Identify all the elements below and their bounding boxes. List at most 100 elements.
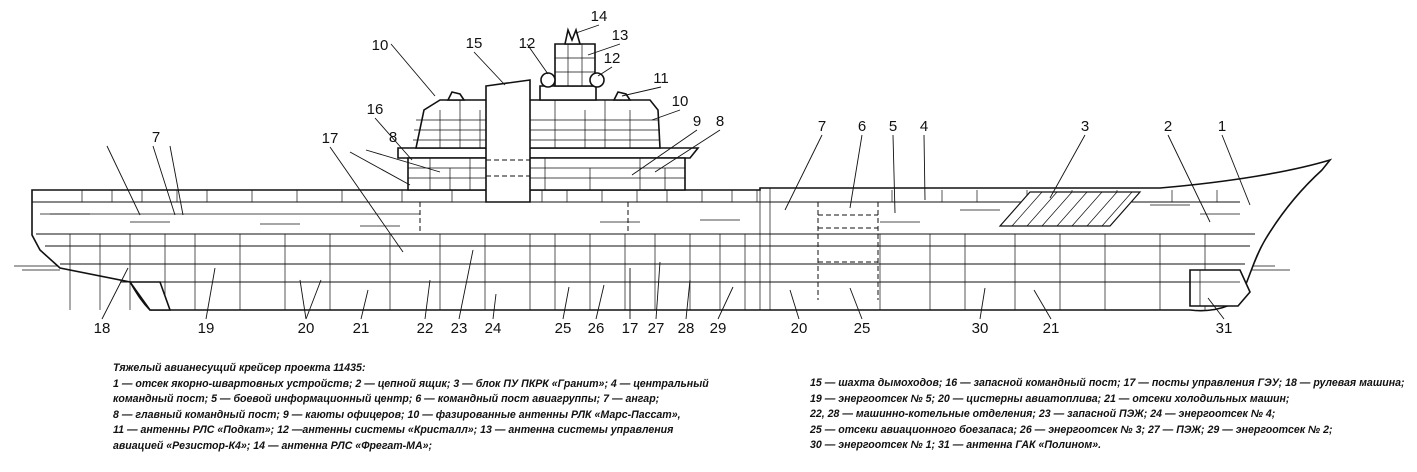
callout-30: 30 bbox=[972, 320, 989, 337]
leader-line bbox=[562, 286, 570, 320]
leader-line bbox=[169, 145, 184, 216]
leader-line bbox=[595, 284, 605, 320]
leader-line bbox=[374, 117, 413, 161]
bulkhead-line bbox=[194, 190, 208, 310]
leader-line bbox=[1033, 289, 1052, 320]
bulkhead-line bbox=[1159, 190, 1173, 310]
bulkhead-line bbox=[529, 190, 543, 310]
bulkhead-line bbox=[554, 190, 568, 310]
caption-line: 8 — главный командный пост; 9 — каюты оф… bbox=[113, 408, 681, 421]
leader-line bbox=[305, 279, 322, 320]
bulkhead-line bbox=[129, 190, 143, 310]
leader-line bbox=[329, 146, 404, 253]
leader-line bbox=[152, 145, 176, 216]
bulkhead-line bbox=[329, 190, 343, 310]
callout-29: 29 bbox=[710, 320, 727, 337]
podkat-antenna-left bbox=[446, 91, 466, 101]
leader-line bbox=[923, 134, 926, 201]
leader-line bbox=[299, 279, 307, 320]
callout-20: 20 bbox=[298, 320, 315, 337]
caption-line: 30 — энергоотсек № 1; 31 — антенна ГАК «… bbox=[810, 439, 1102, 451]
callout-16: 16 bbox=[367, 101, 384, 118]
callout-18: 18 bbox=[94, 320, 111, 337]
callout-5: 5 bbox=[889, 118, 897, 135]
callout-17: 17 bbox=[322, 130, 339, 147]
leader-line bbox=[360, 289, 369, 320]
leader-line bbox=[365, 149, 441, 173]
deck-lines bbox=[32, 188, 1255, 310]
callout-10: 10 bbox=[672, 93, 689, 110]
bulkhead-line bbox=[964, 190, 978, 310]
granit-launcher-block bbox=[998, 191, 1142, 227]
leader-line bbox=[717, 286, 734, 320]
callout-7: 7 bbox=[152, 129, 160, 146]
callout-12: 12 bbox=[604, 50, 621, 67]
callout-13: 13 bbox=[612, 27, 629, 44]
leader-line bbox=[849, 287, 863, 320]
callout-22: 22 bbox=[417, 320, 434, 337]
caption-line: 22, 28 — машинно-котельные отделения; 23… bbox=[810, 408, 1276, 420]
callout-21: 21 bbox=[1043, 320, 1060, 337]
caption-right: 15 — шахта дымоходов; 16 — запасной кома… bbox=[810, 376, 1410, 454]
leader-line bbox=[349, 151, 411, 186]
leader-line bbox=[106, 145, 141, 216]
callout-7: 7 bbox=[818, 118, 826, 135]
bulkhead-line bbox=[389, 190, 403, 310]
callout-27: 27 bbox=[648, 320, 665, 337]
bulkhead-line bbox=[589, 190, 603, 310]
leader-line bbox=[655, 261, 661, 320]
leader-line bbox=[575, 24, 600, 34]
callout-25: 25 bbox=[555, 320, 572, 337]
bulkhead-line bbox=[439, 190, 453, 310]
leader-line bbox=[1221, 134, 1251, 206]
leader-line bbox=[651, 109, 681, 121]
leader-line bbox=[892, 134, 896, 214]
callout-10: 10 bbox=[372, 37, 389, 54]
kristall-antenna-right bbox=[589, 72, 605, 88]
caption-line: авиацией «Резистор-К4»; 14 — антенна РЛС… bbox=[113, 439, 433, 452]
caption-title: Тяжелый авианесущий крейсер проекта 1143… bbox=[113, 362, 366, 374]
leader-line bbox=[1167, 134, 1211, 223]
leader-line bbox=[849, 134, 863, 209]
leader-line bbox=[1049, 134, 1086, 199]
bulkhead-line bbox=[99, 190, 113, 310]
leader-line bbox=[979, 287, 986, 320]
callout-8: 8 bbox=[716, 113, 724, 130]
callout-12: 12 bbox=[519, 35, 536, 52]
caption-line: 25 — отсеки авиационного боезапаса; 26 —… bbox=[810, 423, 1333, 436]
callout-8: 8 bbox=[389, 129, 397, 146]
leader-line bbox=[1207, 297, 1225, 320]
compartment-bulkheads bbox=[50, 190, 1240, 310]
callout-4: 4 bbox=[920, 118, 928, 135]
caption-line: 15 — шахта дымоходов; 16 — запасной кома… bbox=[810, 377, 1405, 389]
bulkhead-line bbox=[929, 190, 943, 310]
callout-19: 19 bbox=[198, 320, 215, 337]
leader-line bbox=[631, 129, 698, 176]
leader-line bbox=[101, 267, 129, 320]
leader-line bbox=[473, 51, 506, 86]
leader-line bbox=[424, 279, 431, 320]
stern-and-bow-gear bbox=[128, 269, 1251, 311]
leader-line bbox=[654, 129, 721, 173]
callout-9: 9 bbox=[693, 113, 701, 130]
leader-line bbox=[685, 279, 691, 320]
callout-20: 20 bbox=[791, 320, 808, 337]
leader-line bbox=[621, 86, 662, 97]
bulkhead-line bbox=[879, 190, 893, 310]
callout-25: 25 bbox=[854, 320, 871, 337]
callout-15: 15 bbox=[466, 35, 483, 52]
kristall-antenna-left bbox=[540, 72, 556, 88]
caption-line: 19 — энергоотсек № 5; 20 — цистерны авиа… bbox=[810, 392, 1290, 405]
callout-1: 1 bbox=[1218, 118, 1226, 135]
bulkhead-line bbox=[624, 190, 638, 310]
leader-line bbox=[492, 293, 497, 320]
callout-31: 31 bbox=[1216, 320, 1233, 337]
bulkhead-line bbox=[744, 190, 758, 310]
bulkhead-line bbox=[654, 190, 668, 310]
callout-leaders bbox=[101, 24, 1251, 320]
leader-line bbox=[597, 66, 613, 77]
leader-line bbox=[526, 43, 549, 75]
leader-line bbox=[784, 134, 823, 211]
bulkhead-line bbox=[69, 190, 83, 310]
